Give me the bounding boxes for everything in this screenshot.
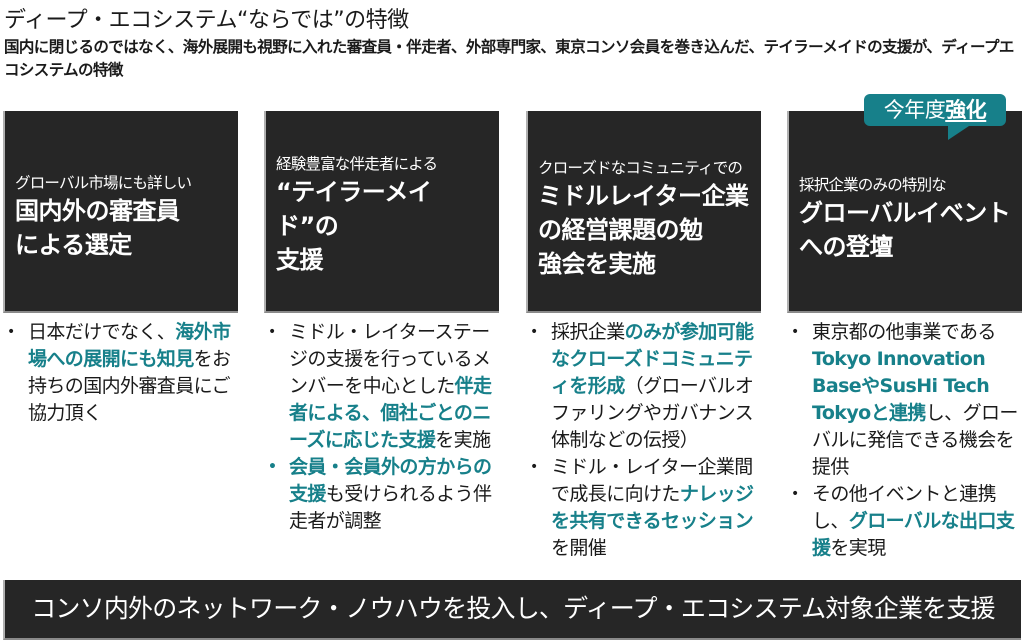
card-heading-line: 支援 [276, 246, 324, 274]
bullet-item: • ミドル・レイター企業間で成長に向けたナレッジを共有できるセッションを開催 [527, 454, 767, 562]
card-heading-line: グローバルイベント [799, 199, 1011, 227]
bullet-dot-icon: • [530, 459, 538, 475]
bullet-highlight: 伴走者による、個社ごとのニーズに応じた支援 [289, 375, 492, 451]
bullet-dot-icon: • [268, 459, 277, 475]
bullet-text: その他イベントと連携し、 [812, 483, 997, 532]
card-lead: 経験豊富な伴走者による [276, 155, 438, 173]
bullet-text: を開催 [551, 537, 607, 559]
bullet-list-reviewers: • 日本だけでなく、海外市場への展開にも知見をお持ちの国内外審査員にご協力頂く [4, 319, 244, 427]
bullet-highlight: グローバルな出口支援 [812, 510, 1015, 559]
bullet-text: 日本だけでなく、 [28, 321, 176, 343]
bullet-text: ミドル・レイター企業間で成長に向けた [551, 456, 753, 505]
feature-card-tailormade: 経験豊富な伴走者による “テイラーメイド”の 支援 [264, 111, 499, 313]
summary-banner: コンソ内外のネットワーク・ノウハウを投入し、ディープ・エコシステム対象企業を支援 [3, 580, 1021, 640]
bullet-text: をお持ちの国内外審査員にご協力頂く [28, 348, 231, 424]
bullet-dot-icon: • [791, 486, 799, 502]
bullet-list-tailormade: • ミドル・レイターステージの支援を行っているメンバーを中心とした伴走者による、… [265, 319, 505, 535]
enhanced-this-year-badge: 今年度強化 [864, 94, 1006, 126]
bullet-text: 東京都の他事業である [812, 321, 996, 343]
bullet-text: を実現 [830, 537, 886, 559]
card-heading-line: 国内外の審査員 [15, 197, 180, 225]
bullet-dot-icon: • [7, 324, 15, 340]
bullet-item: • 会員・会員外の方からの支援も受けられるよう伴走者が調整 [265, 454, 505, 535]
bullet-highlight: 海外市場への展開にも知見 [28, 321, 231, 370]
card-heading-line: ミドルレイター企業 [538, 182, 749, 210]
bullet-highlight: 会員・会員外の方からの支援 [289, 456, 492, 505]
callout-pointer-icon [948, 124, 972, 140]
card-heading-line: “テイラーメイド”の [276, 178, 432, 240]
bullet-dot-icon: • [268, 324, 276, 340]
bullet-highlight: Tokyo Innovation BaseやSusHi Tech Tokyoと連… [812, 348, 990, 424]
bullet-text: 採択企業 [551, 321, 625, 343]
card-lead: 採択企業のみの特別な [799, 176, 947, 194]
bullet-item: • 東京都の他事業である Tokyo Innovation BaseやSusHi … [788, 319, 1024, 481]
card-heading-line: の経営課題の勉 [538, 216, 703, 244]
badge-prefix: 今年度 [883, 98, 946, 122]
card-lead: クローズドなコミュニティでの [538, 159, 743, 177]
bullet-list-global-events: • 東京都の他事業である Tokyo Innovation BaseやSusHi … [788, 319, 1024, 562]
feature-card-global-events: 採択企業のみの特別な グローバルイベント への登壇 [787, 111, 1022, 313]
bullet-item: • ミドル・レイターステージの支援を行っているメンバーを中心とした伴走者による、… [265, 319, 505, 454]
card-lead: グローバル市場にも詳しい [15, 174, 192, 192]
bullet-dot-icon: • [530, 324, 538, 340]
bullet-highlight: ナレッジを共有できるセッション [551, 483, 754, 532]
bullet-highlight: のみが参加可能なクローズドコミュニティを形成 [551, 321, 754, 397]
card-heading-line: への登壇 [799, 233, 894, 261]
bullet-item: • 日本だけでなく、海外市場への展開にも知見をお持ちの国内外審査員にご協力頂く [4, 319, 244, 427]
bullet-dot-icon: • [791, 324, 799, 340]
page-subtitle: 国内に閉じるのではなく、海外展開も視野に入れた審査員・伴走者、外部専門家、東京コ… [4, 38, 1014, 79]
card-heading-line: 強会を実施 [538, 250, 656, 278]
bullet-text: ミドル・レイターステージの支援を行っているメンバーを中心とした [289, 321, 491, 397]
bullet-text: も受けられるよう伴走者が調整 [289, 483, 492, 532]
feature-card-reviewers: グローバル市場にも詳しい 国内外の審査員 による選定 [3, 111, 238, 313]
badge-emphasis: 強化 [945, 98, 987, 122]
card-heading-line: による選定 [15, 231, 132, 259]
page-title: ディープ・エコシステム“ならでは”の特徴 [4, 8, 409, 33]
bullet-text: （グローバルオファリングやガバナンス体制などの伝授） [551, 375, 754, 451]
bullet-list-study-sessions: • 採択企業のみが参加可能なクローズドコミュニティを形成（グローバルオファリング… [527, 319, 767, 562]
bullet-item: • その他イベントと連携し、グローバルな出口支援を実現 [788, 481, 1024, 562]
bullet-text: し、グローバルに発信できる機会を提供 [812, 402, 1018, 478]
bullet-item: • 採択企業のみが参加可能なクローズドコミュニティを形成（グローバルオファリング… [527, 319, 767, 454]
bullet-text: を実施 [435, 429, 491, 451]
feature-card-study-sessions: クローズドなコミュニティでの ミドルレイター企業 の経営課題の勉 強会を実施 [526, 111, 761, 313]
